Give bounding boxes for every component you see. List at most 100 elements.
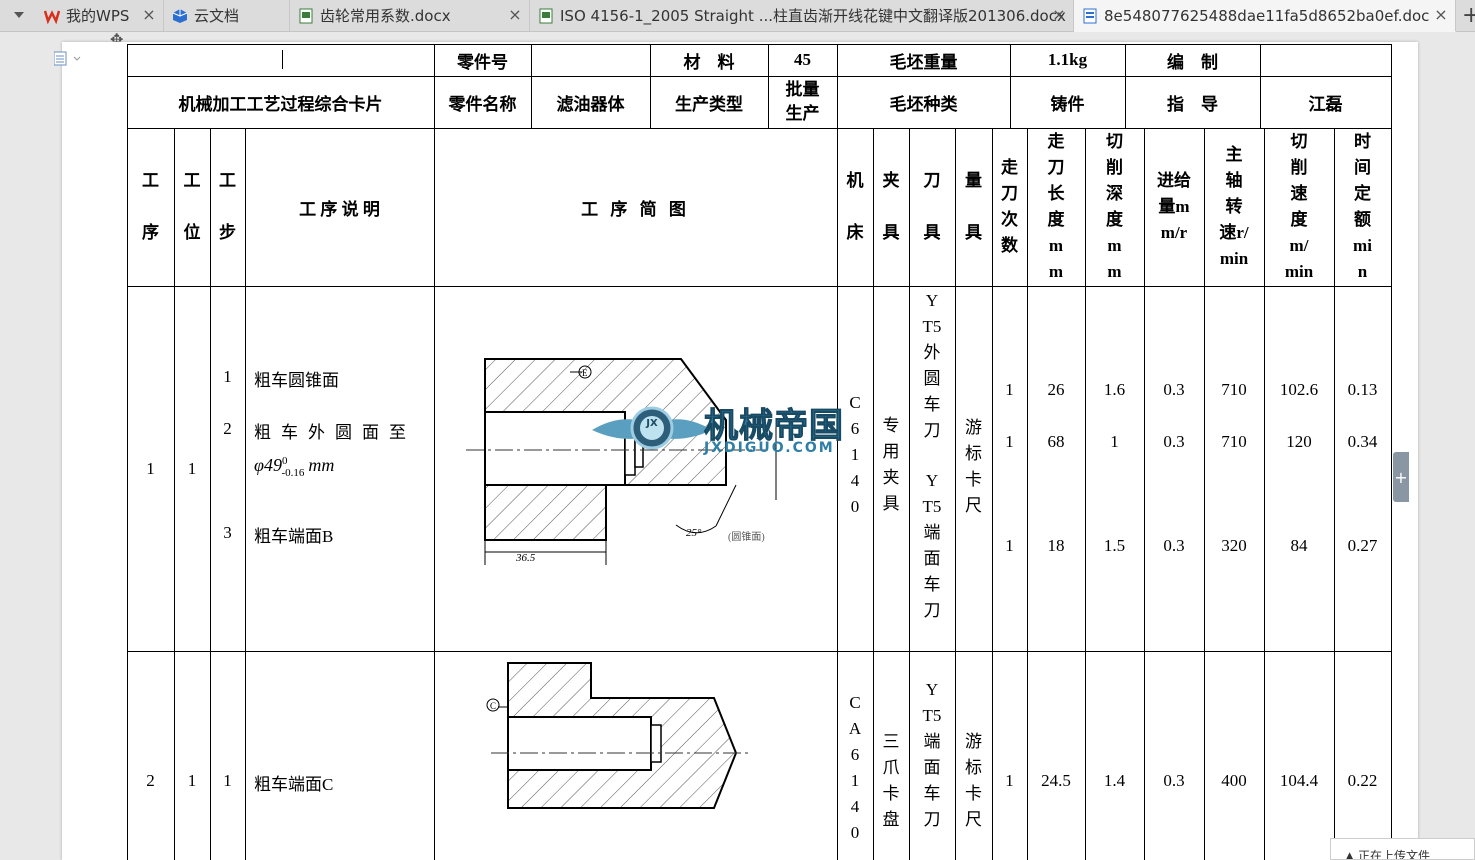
close-icon[interactable]: × bbox=[1052, 5, 1066, 24]
row1-length-3: 18 bbox=[1047, 536, 1065, 555]
production-type-value: 批量生产 bbox=[785, 80, 820, 123]
row2-process-sketch: C bbox=[486, 662, 751, 809]
row1-time-3: 0.27 bbox=[1347, 536, 1378, 555]
row1-vel-3: 84 bbox=[1290, 536, 1308, 555]
row2-desc: 粗车端面C bbox=[254, 775, 334, 794]
tab-bar: 我的WPS × 云文档 齿轮常用系数.docx × ISO 4156-1_200… bbox=[0, 0, 1475, 32]
part-no-label: 零件号 bbox=[457, 52, 508, 72]
document-outline-icon[interactable] bbox=[53, 51, 84, 72]
row1-feed-3: 0.3 bbox=[1163, 536, 1185, 555]
row1-time-1: 0.13 bbox=[1347, 380, 1378, 399]
row1-desc-3: 粗车端面B bbox=[254, 527, 334, 546]
col-header-step: 工步 bbox=[219, 171, 236, 242]
blank-type-value: 铸件 bbox=[1050, 94, 1085, 114]
watermark-url: JXDIGUO.COM bbox=[704, 440, 835, 456]
row1-vel-2: 120 bbox=[1286, 432, 1312, 451]
row2-passes: 1 bbox=[1005, 771, 1014, 790]
part-no-value[interactable] bbox=[531, 44, 650, 76]
row2-depth: 1.4 bbox=[1103, 771, 1126, 790]
col-header-depth: 切削深度mm bbox=[1106, 132, 1123, 281]
guide-label: 指 导 bbox=[1167, 94, 1218, 114]
col-header-feed: 进给量mm/r bbox=[1157, 171, 1191, 242]
row1-speed-3: 320 bbox=[1221, 536, 1247, 555]
col-header-sketch: 工 序 简 图 bbox=[581, 199, 690, 219]
col-header-spindle-speed: 主轴转速r/min bbox=[1219, 145, 1249, 268]
row1-feed-2: 0.3 bbox=[1163, 432, 1185, 451]
card-title: 机械加工工艺过程综合卡片 bbox=[178, 94, 383, 114]
tab-title: 云文档 bbox=[194, 7, 240, 25]
tab-my-wps[interactable]: 我的WPS × bbox=[36, 0, 164, 31]
row1-station: 1 bbox=[187, 458, 197, 478]
col-header-time: 时间定额min bbox=[1353, 132, 1372, 281]
col-header-length: 走刀长度mm bbox=[1047, 132, 1065, 281]
datum-e-label: E bbox=[582, 368, 588, 378]
row1-fixture: 专用夹具 bbox=[882, 416, 900, 513]
row2-tool: YT5端面车刀 bbox=[922, 680, 942, 829]
tab-iso-4156[interactable]: ISO 4156-1_2005 Straight ...柱直齿渐开线花键中文翻译… bbox=[530, 0, 1074, 31]
close-icon[interactable]: × bbox=[142, 5, 156, 24]
close-icon[interactable]: × bbox=[508, 5, 522, 24]
guide-value: 江磊 bbox=[1308, 94, 1343, 114]
angle-25: 25° bbox=[686, 527, 702, 539]
row1-process-sketch: E 36.5 25° (圆锥面) bbox=[466, 358, 777, 565]
compile-value[interactable] bbox=[1260, 44, 1391, 76]
col-header-station: 工位 bbox=[183, 171, 201, 242]
row2-vel: 104.4 bbox=[1279, 771, 1319, 790]
tab-title: 我的WPS bbox=[66, 7, 130, 25]
watermark-badge: JX bbox=[646, 418, 658, 429]
cloud-doc-icon bbox=[172, 8, 188, 24]
tab-gear-coefficients[interactable]: 齿轮常用系数.docx × bbox=[290, 0, 530, 31]
blank-weight-label: 毛坯重量 bbox=[889, 52, 958, 72]
close-icon[interactable]: × bbox=[1434, 5, 1448, 24]
part-name-label: 零件名称 bbox=[448, 94, 517, 114]
row1-passes-1: 1 bbox=[1005, 380, 1014, 399]
side-panel-expand-button[interactable]: + bbox=[1393, 452, 1409, 502]
text-cursor bbox=[282, 50, 283, 69]
document-page bbox=[62, 42, 1418, 860]
row1-speed-2: 710 bbox=[1221, 432, 1247, 451]
lower-tolerance: -0.16 bbox=[281, 466, 305, 479]
col-header-process: 工序 bbox=[142, 171, 159, 242]
dimension-36-5: 36.5 bbox=[515, 552, 536, 564]
row1-feed-1: 0.3 bbox=[1163, 380, 1185, 399]
upload-status-toast: ▲ 正在上传文件 bbox=[1330, 838, 1475, 860]
datum-c-label: C bbox=[490, 701, 496, 711]
tab-list-dropdown-icon[interactable] bbox=[14, 12, 24, 18]
row1-length-1: 26 bbox=[1047, 380, 1065, 399]
tab-title: 8e548077625488dae11fa5d8652ba0ef.doc bbox=[1104, 6, 1430, 25]
col-header-tool: 刀具 bbox=[923, 171, 941, 242]
col-header-description: 工 序 说 明 bbox=[299, 199, 380, 219]
row1-depth-2: 1 bbox=[1110, 432, 1119, 451]
col-header-passes: 走刀次数 bbox=[1001, 158, 1018, 255]
upload-status-text: 正在上传文件 bbox=[1358, 849, 1431, 860]
row2-step: 1 bbox=[223, 771, 232, 790]
row1-gauge: 游标卡尺 bbox=[965, 418, 982, 515]
tab-cloud-docs[interactable]: 云文档 bbox=[164, 0, 290, 31]
blank-type-label: 毛坯种类 bbox=[889, 94, 958, 114]
row1-tool-2: YT5端面车刀 bbox=[922, 470, 942, 620]
row1-length-2: 68 bbox=[1047, 432, 1065, 451]
production-type-label: 生产类型 bbox=[675, 94, 743, 114]
unit-mm: mm bbox=[308, 455, 335, 475]
row1-passes-2: 1 bbox=[1005, 432, 1014, 451]
tab-active-document[interactable]: 8e548077625488dae11fa5d8652ba0ef.doc × bbox=[1074, 0, 1456, 32]
row2-length: 24.5 bbox=[1041, 771, 1071, 790]
row1-depth-3: 1.5 bbox=[1103, 536, 1126, 555]
part-name-value: 滤油器体 bbox=[556, 94, 625, 114]
watermark-name: 机械帝国 bbox=[704, 406, 844, 447]
wps-logo-icon bbox=[43, 8, 61, 24]
blank-weight-value: 1.1kg bbox=[1047, 50, 1088, 69]
row1-step-1: 1 bbox=[223, 367, 232, 386]
compile-label: 编 制 bbox=[1167, 52, 1218, 72]
document-icon bbox=[1082, 8, 1098, 24]
row2-gauge: 游标卡尺 bbox=[965, 732, 982, 829]
row1-tool-1: YT5外圆车刀 bbox=[922, 290, 942, 440]
row2-fixture: 三爪卡盘 bbox=[882, 731, 900, 829]
row1-vel-1: 102.6 bbox=[1279, 380, 1319, 399]
document-icon bbox=[538, 8, 554, 24]
col-header-gauge: 量具 bbox=[965, 171, 982, 242]
row2-station: 1 bbox=[187, 771, 197, 790]
upper-tolerance: 0 bbox=[281, 455, 288, 467]
new-tab-button[interactable]: + bbox=[1462, 3, 1475, 28]
